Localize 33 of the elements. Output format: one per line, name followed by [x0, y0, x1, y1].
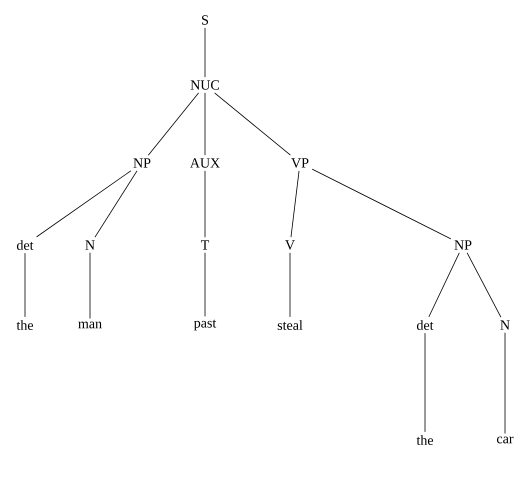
tree-label: man [78, 322, 102, 328]
tree-label: the [416, 435, 434, 445]
tree-label: steal [278, 320, 303, 330]
tree-label: AUX [190, 158, 220, 168]
tree-label: past [194, 320, 216, 330]
tree-label: VP [291, 158, 308, 168]
tree-label: car [497, 436, 514, 444]
tree-label: det [416, 320, 434, 330]
tree-label: the [16, 320, 34, 330]
tree-label: NP [133, 158, 150, 168]
branch-line [290, 170, 300, 238]
branch-line [148, 92, 200, 156]
branch-line [466, 252, 502, 318]
branch-line [312, 168, 452, 240]
branch-line [204, 92, 206, 156]
tree-label: S [202, 15, 208, 25]
branch-line [504, 332, 506, 434]
branch-line [428, 252, 460, 318]
tree-label: T [200, 240, 210, 250]
tree-label: V [285, 240, 295, 250]
branch-line [94, 170, 138, 238]
branch-line [214, 92, 291, 156]
branch-line [204, 28, 206, 78]
branch-line [204, 170, 206, 238]
tree-label: NUC [190, 80, 219, 90]
branch-line [424, 332, 426, 432]
tree-label: N [500, 320, 510, 330]
branch-line [36, 170, 132, 238]
tree-label: NP [454, 240, 472, 250]
branch-line [204, 252, 206, 317]
tree-label: det [16, 240, 34, 250]
tree-label: N [85, 240, 95, 250]
branch-line [24, 252, 26, 318]
